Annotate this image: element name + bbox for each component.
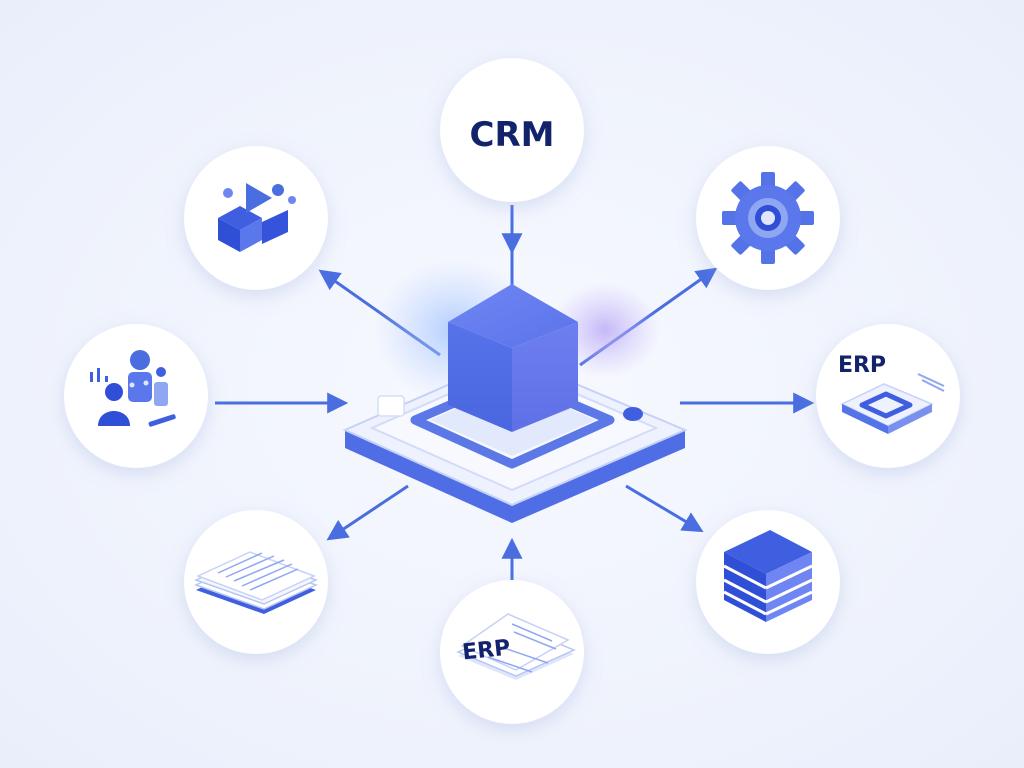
document-stack-icon: [194, 551, 318, 614]
node-crm-label: CRM: [470, 115, 555, 155]
node-docs[interactable]: [184, 510, 328, 654]
node-team[interactable]: [64, 324, 208, 468]
server-stack-icon: [723, 530, 813, 622]
platform-tile-icon: [840, 373, 945, 434]
hub-cube-top-face: [448, 284, 578, 348]
hub-cube-left-face: [448, 322, 512, 432]
arrow-hub-to-docs: [326, 484, 409, 541]
hub-button: [623, 407, 643, 421]
app-blocks-icon: [218, 183, 296, 252]
node-erp-right-label: ERP: [838, 353, 886, 378]
node-apps[interactable]: [184, 146, 328, 290]
node-crm-circle: [440, 58, 584, 202]
erp-document-icon: [456, 613, 576, 680]
node-database[interactable]: [696, 510, 840, 654]
node-erp-right[interactable]: ERP: [816, 324, 960, 468]
node-settings[interactable]: [696, 146, 840, 290]
gear-icon: [722, 172, 814, 264]
central-hub: [342, 258, 688, 523]
users-analytics-icon: [90, 350, 176, 427]
node-erp-bottom[interactable]: ERP: [440, 580, 584, 724]
hub-cube-right-face: [512, 322, 578, 432]
node-crm[interactable]: CRM: [440, 58, 584, 202]
hub-panel-block: [377, 395, 405, 417]
arrow-hub-to-database: [625, 484, 704, 533]
node-erp-bottom-label: ERP: [461, 636, 511, 666]
